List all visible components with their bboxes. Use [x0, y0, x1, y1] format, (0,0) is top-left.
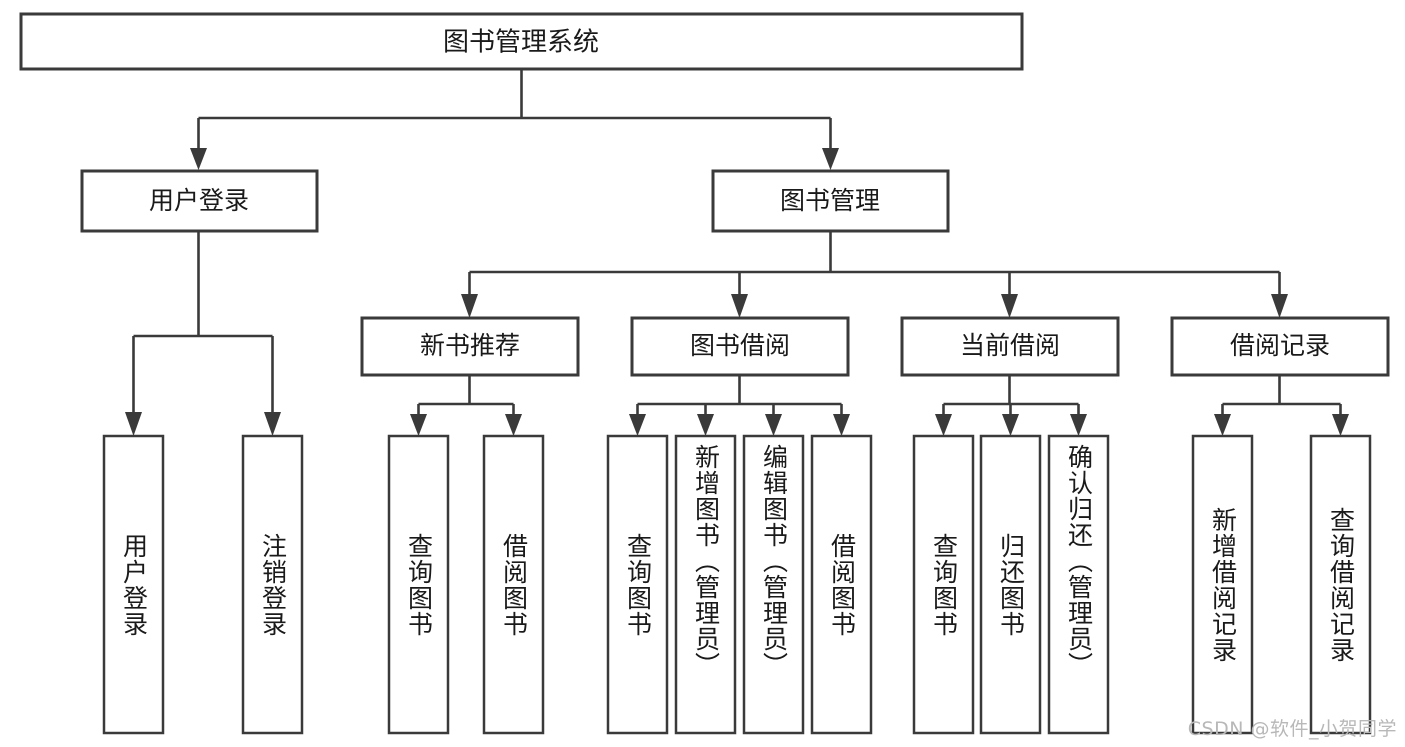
- node-leaf-borrow-book-2-box[interactable]: [810, 434, 873, 735]
- node-borrow-record[interactable]: 借阅记录: [1170, 316, 1390, 377]
- node-current-borrow[interactable]: 当前借阅: [900, 316, 1120, 377]
- node-root-box[interactable]: [19, 12, 1024, 71]
- node-leaf-confirm-return-box[interactable]: [1047, 434, 1110, 735]
- arrow-head-leaf-return-book: [1002, 414, 1019, 436]
- arrow-head-leaf-confirm-return: [1070, 414, 1087, 436]
- node-leaf-query-book-1-box[interactable]: [387, 434, 450, 735]
- connector-group-book-management-to-level3: [461, 232, 1288, 318]
- arrow-head-book-borrow: [731, 294, 748, 318]
- node-book-borrow-box[interactable]: [630, 316, 850, 377]
- arrow-head-new-book-recommend: [461, 294, 478, 318]
- arrow-head-leaf-edit-book: [765, 414, 782, 436]
- connector-group-current-borrow-to-leaves: [935, 376, 1087, 436]
- node-book-borrow-label: 图书借阅: [690, 331, 790, 360]
- arrow-head-current-borrow: [1001, 294, 1018, 318]
- node-new-book-recommend-label: 新书推荐: [420, 331, 520, 360]
- arrow-head-borrow-record: [1271, 294, 1288, 318]
- node-book-management-label: 图书管理: [780, 186, 880, 215]
- node-leaf-add-book-box[interactable]: [674, 434, 737, 735]
- node-book-management[interactable]: 图书管理: [711, 169, 950, 233]
- node-new-book-recommend-box[interactable]: [360, 316, 580, 377]
- arrow-head-leaf-user-login: [125, 412, 142, 436]
- connector-group-borrow-record-to-leaves: [1214, 376, 1349, 436]
- node-new-book-recommend[interactable]: 新书推荐: [360, 316, 580, 377]
- arrow-head-leaf-query-book-1: [410, 414, 427, 436]
- connector-group-user-login-to-leaves: [125, 232, 281, 436]
- arrow-head-leaf-borrow-book-2: [833, 414, 850, 436]
- node-root[interactable]: 图书管理系统: [19, 12, 1024, 71]
- arrow-head-leaf-borrow-book-1: [505, 414, 522, 436]
- arrow-head-book-management: [822, 148, 839, 170]
- node-root-label: 图书管理系统: [443, 28, 599, 58]
- arrow-head-leaf-query-book-2: [629, 414, 646, 436]
- arrow-head-leaf-add-book: [697, 414, 714, 436]
- arrow-head-leaf-query-book-3: [935, 414, 952, 436]
- arrow-head-leaf-query-record: [1332, 414, 1349, 436]
- node-book-borrow[interactable]: 图书借阅: [630, 316, 850, 377]
- connector-group-root-to-level2: [190, 70, 839, 170]
- node-leaf-add-record-box[interactable]: [1191, 434, 1254, 735]
- node-leaf-edit-book-box[interactable]: [742, 434, 805, 735]
- arrow-head-user-login: [190, 148, 207, 170]
- node-borrow-record-label: 借阅记录: [1230, 331, 1330, 360]
- node-leaf-query-book-2-box[interactable]: [606, 434, 669, 735]
- node-leaf-query-record-box[interactable]: [1309, 434, 1372, 735]
- connector-group-book-borrow-to-leaves: [629, 376, 850, 436]
- node-user-login-box[interactable]: [80, 169, 319, 233]
- node-user-login-label: 用户登录: [149, 186, 249, 215]
- node-leaf-borrow-book-1-box[interactable]: [482, 434, 545, 735]
- node-borrow-record-box[interactable]: [1170, 316, 1390, 377]
- leaf-boxes: [102, 434, 1372, 735]
- watermark-text: CSDN @软件_小贺同学: [1187, 718, 1397, 740]
- arrow-head-leaf-add-record: [1214, 414, 1231, 436]
- node-user-login[interactable]: 用户登录: [80, 169, 319, 233]
- node-current-borrow-label: 当前借阅: [960, 331, 1060, 360]
- node-leaf-return-book-box[interactable]: [979, 434, 1042, 735]
- node-leaf-logout-login-box[interactable]: [241, 434, 304, 735]
- arrow-head-leaf-logout-login: [264, 412, 281, 436]
- node-book-management-box[interactable]: [711, 169, 950, 233]
- connector-group-new-book-recommend-to-leaves: [410, 376, 522, 436]
- node-current-borrow-box[interactable]: [900, 316, 1120, 377]
- node-leaf-query-book-3-box[interactable]: [912, 434, 975, 735]
- node-leaf-user-login-box[interactable]: [102, 434, 165, 735]
